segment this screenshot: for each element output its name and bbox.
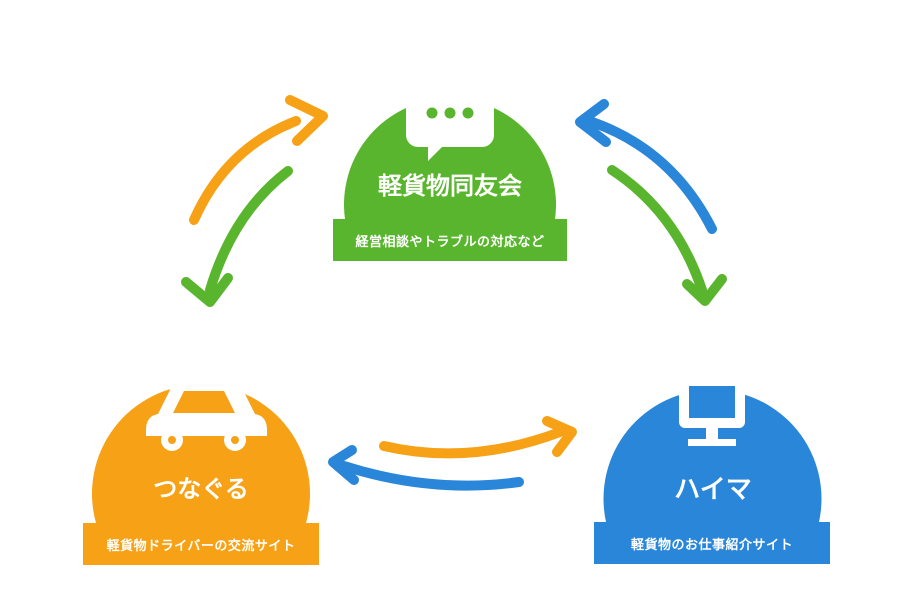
monitor-icon: [679, 376, 745, 446]
arrow-orange-left-to-right: [379, 416, 577, 459]
node-top-circle: [343, 98, 556, 219]
node-right-title: ハイマ: [674, 475, 752, 505]
arrow-green-top-to-left: [181, 166, 293, 307]
node-top-caption: 経営相談やトラブルの対応など: [333, 219, 567, 261]
node-right-caption: 軽貨物のお仕事紹介サイト: [594, 522, 830, 564]
arrow-blue-right-to-left: [328, 445, 524, 491]
arrow-green-top-to-right: [607, 165, 727, 306]
node-left-title: つなぐる: [153, 475, 249, 503]
node-left-caption: 軽貨物ドライバーの交流サイト: [83, 523, 319, 565]
arrow-blue-right-to-top: [575, 99, 717, 234]
node-right: [603, 376, 822, 522]
car-icon: [146, 376, 267, 451]
node-top: [343, 83, 556, 219]
node-top-title: 軽貨物同友会: [378, 172, 522, 200]
speech-bubble-icon: [406, 83, 494, 161]
node-left: [91, 376, 310, 523]
node-right-circle: [603, 389, 822, 522]
arrow-orange-left-to-top: [189, 95, 328, 225]
